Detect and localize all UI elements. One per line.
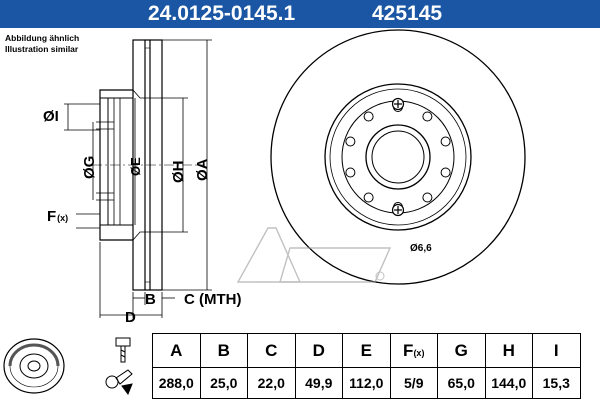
dimension-labels: ØI ØG ØE ØH ØA F(x) B C (MTH) D <box>43 108 241 326</box>
disc-front-view <box>270 29 526 285</box>
spec-value-h: 144,0 <box>484 367 533 399</box>
label-dim-h: ØH <box>170 161 187 184</box>
label-dim-f-letter: F <box>47 208 56 225</box>
spec-header-h: H <box>484 333 533 368</box>
header-bar: 24.0125-0145.1 425145 <box>0 0 600 28</box>
spec-header-e: E <box>342 333 391 368</box>
spec-table: A B C D E F(x) G H I 288,0 25,0 22,0 49,… <box>152 333 581 399</box>
bolt-hole <box>345 167 356 178</box>
spec-header-f-letter: F <box>403 340 414 360</box>
spec-header-g: G <box>437 333 486 368</box>
label-dim-b: B <box>145 291 156 308</box>
illustration-note: Abbildung ähnlich Illustration similar <box>5 33 79 54</box>
spec-area: A B C D E F(x) G H I 288,0 25,0 22,0 49,… <box>0 328 600 400</box>
spec-value-i: 15,3 <box>532 367 581 399</box>
label-dim-i: ØI <box>43 108 59 125</box>
label-dim-g: ØG <box>81 156 98 179</box>
label-dim-a: ØA <box>194 158 211 181</box>
spec-header-a: A <box>152 333 201 368</box>
ate-watermark <box>236 227 392 283</box>
bolt-hole <box>422 192 433 203</box>
spec-value-e: 112,0 <box>342 367 391 399</box>
label-dim-f-suffix: (x) <box>57 213 68 223</box>
note-line-de: Abbildung ähnlich <box>5 33 80 43</box>
spec-value-f: 5/9 <box>389 367 438 399</box>
disc-thumbnail <box>3 338 65 394</box>
spec-value-g: 65,0 <box>437 367 486 399</box>
spec-header-f-suffix: (x) <box>413 347 425 358</box>
spec-header-i: I <box>532 333 581 368</box>
part-number: 24.0125-0145.1 <box>148 2 296 25</box>
spec-header-d: D <box>294 333 343 368</box>
spec-value-c: 22,0 <box>247 367 296 399</box>
catalog-number: 425145 <box>372 2 443 25</box>
spec-value-row: 288,0 25,0 22,0 49,9 112,0 5/9 65,0 144,… <box>152 367 581 399</box>
spec-header-row: A B C D E F(x) G H I <box>152 333 581 368</box>
label-dim-f: F(x) <box>47 208 68 225</box>
disc-section-view <box>92 39 205 291</box>
bolt-hole <box>345 136 356 147</box>
product-thumbnails <box>3 337 133 396</box>
bolt-hole-label: Ø6,6 <box>410 243 432 254</box>
label-dim-d: D <box>125 309 136 326</box>
label-dim-e: ØE <box>128 157 143 176</box>
bolt-thumbnail <box>115 337 131 363</box>
spec-header-f: F(x) <box>389 333 438 368</box>
bolt-holes <box>345 102 451 212</box>
bolt-hole <box>440 167 451 178</box>
spec-value-d: 49,9 <box>294 367 343 399</box>
note-line-en: Illustration similar <box>5 43 79 54</box>
technical-drawing: ØI ØG ØE ØH ØA F(x) B C (MTH) D Ø6,6 <box>43 29 526 326</box>
bolt-hole <box>440 136 451 147</box>
spec-header-c: C <box>247 333 296 368</box>
spec-value-a: 288,0 <box>152 367 201 399</box>
label-dim-c: C (MTH) <box>184 291 241 308</box>
bolt-hole <box>422 111 433 122</box>
bolt-hole <box>363 111 374 122</box>
dimension-lines <box>64 39 212 318</box>
spec-value-b: 25,0 <box>199 367 248 399</box>
mounting-holes <box>391 97 405 217</box>
bolt-hole <box>363 192 374 203</box>
wrench-thumbnail <box>105 369 133 396</box>
spec-header-b: B <box>199 333 248 368</box>
